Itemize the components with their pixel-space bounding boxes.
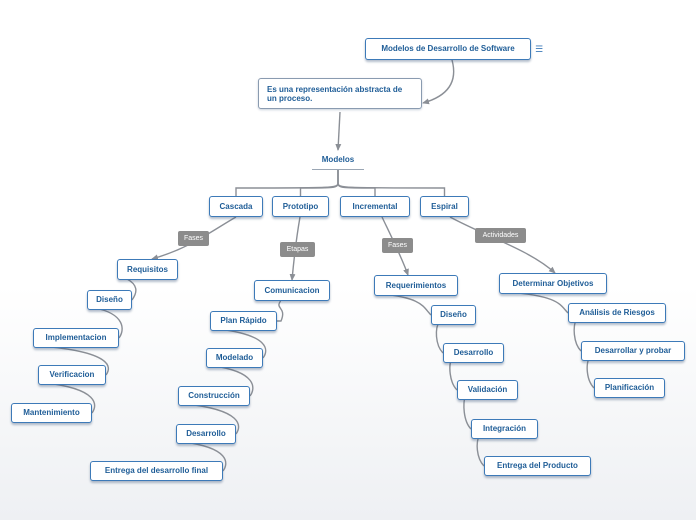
connector-central-branch-2 [299, 170, 339, 196]
connector-branch-2-child-5 [185, 403, 240, 435]
branch-2-child-6[interactable]: Entrega del desarrollo final [90, 461, 223, 481]
branch-3-child-1-label: Requerimientos [385, 280, 447, 290]
connector-branch-3-child-6 [476, 436, 485, 467]
branch-3-child-2-label: Diseño [440, 310, 467, 319]
branch-2-child-2[interactable]: Plan Rápido [210, 311, 277, 331]
branch-espiral[interactable]: Espiral [420, 196, 469, 217]
connector-branch-4-first-child [449, 216, 556, 274]
connector-branch-2-child-2 [277, 300, 284, 322]
connector-description-central [335, 111, 342, 151]
branch-3-child-4[interactable]: Validación [457, 380, 518, 400]
branch-4-child-2-label: Análisis de Riesgos [579, 308, 655, 317]
branch-2-child-5[interactable]: Desarrollo [176, 424, 236, 444]
branch-1-child-5-label: Mantenimiento [23, 408, 80, 417]
branch-espiral-label: Espiral [431, 201, 458, 211]
hamburger-menu-icon[interactable]: ☰ [535, 44, 544, 54]
relation-tag-4: Actividades [475, 228, 526, 243]
branch-2-child-3[interactable]: Modelado [206, 348, 263, 368]
branch-1-child-4[interactable]: Verificacion [38, 365, 106, 385]
central-topic-modelos[interactable]: Modelos [312, 150, 364, 170]
branch-3-child-2[interactable]: Diseño [431, 305, 476, 325]
branch-1-child-2-label: Diseño [96, 295, 123, 304]
connector-branch-3-child-3 [435, 322, 444, 354]
description-label: Es una representación abstracta de un pr… [267, 85, 403, 103]
branch-2-child-1[interactable]: Comunicacion [254, 280, 330, 301]
branch-4-child-4-label: Planificación [604, 383, 655, 392]
connector-branch-3-child-4 [449, 360, 458, 391]
branch-3-child-6-label: Entrega del Producto [497, 461, 578, 470]
connector-branch-4-child-2 [506, 291, 569, 314]
branch-1-child-5[interactable]: Mantenimiento [11, 403, 92, 423]
relation-tag-2: Etapas [280, 242, 315, 257]
branch-3-child-6[interactable]: Entrega del Producto [484, 456, 591, 476]
branch-2-child-4-label: Construcción [188, 391, 240, 400]
relation-tag-3: Fases [382, 238, 413, 253]
root-topic-label: Modelos de Desarrollo de Software [381, 44, 515, 53]
branch-4-child-2[interactable]: Análisis de Riesgos [568, 303, 666, 323]
branch-3-child-3[interactable]: Desarrollo [443, 343, 504, 363]
branch-2-child-1-label: Comunicacion [264, 285, 320, 295]
connector-branch-3-child-2 [381, 293, 432, 316]
branch-3-child-1[interactable]: Requerimientos [374, 275, 458, 296]
relation-tag-1: Fases [178, 231, 209, 246]
branch-2-child-2-label: Plan Rápido [220, 316, 267, 325]
connector-branch-1-child-4 [40, 345, 110, 376]
description-topic[interactable]: Es una representación abstracta de un pr… [258, 78, 422, 109]
central-topic-label: Modelos [321, 154, 355, 164]
branch-4-child-3-label: Desarrollar y probar [594, 346, 672, 355]
branch-1-child-2[interactable]: Diseño [87, 290, 132, 310]
branch-1-child-1[interactable]: Requisitos [117, 259, 178, 280]
branch-4-child-1[interactable]: Determinar Objetivos [499, 273, 607, 294]
branch-1-child-3-label: Implementacion [45, 333, 107, 342]
branch-prototipo[interactable]: Prototipo [272, 196, 329, 217]
branch-3-child-5[interactable]: Integración [471, 419, 538, 439]
branch-3-child-3-label: Desarrollo [453, 348, 494, 357]
branch-cascada[interactable]: Cascada [209, 196, 263, 217]
branch-1-child-1-label: Requisitos [127, 264, 168, 274]
branch-prototipo-label: Prototipo [282, 201, 319, 211]
branch-2-child-6-label: Entrega del desarrollo final [104, 466, 209, 475]
connector-central-branch-1 [235, 170, 339, 196]
connector-branch-4-child-4 [586, 358, 595, 389]
connector-root-description [422, 59, 455, 105]
branch-4-child-4[interactable]: Planificación [594, 378, 665, 398]
branch-cascada-label: Cascada [219, 201, 253, 211]
branch-4-child-1-label: Determinar Objetivos [512, 278, 594, 288]
branch-2-child-3-label: Modelado [215, 353, 254, 362]
branch-2-child-4[interactable]: Construcción [178, 386, 250, 406]
branch-incremental-label: Incremental [352, 201, 398, 211]
connector-central-branch-3 [337, 170, 376, 196]
branch-1-child-3[interactable]: Implementacion [33, 328, 119, 348]
root-topic[interactable]: Modelos de Desarrollo de Software [365, 38, 531, 60]
branch-1-child-4-label: Verificacion [49, 370, 95, 379]
branch-4-child-3[interactable]: Desarrollar y probar [581, 341, 685, 361]
branch-3-child-4-label: Validación [467, 385, 508, 394]
branch-2-child-5-label: Desarrollo [186, 429, 226, 438]
connector-central-branch-4 [337, 170, 446, 196]
connector-branch-4-child-3 [573, 320, 582, 352]
connector-branch-3-child-5 [463, 397, 472, 430]
branch-incremental[interactable]: Incremental [340, 196, 410, 217]
branch-3-child-5-label: Integración [482, 424, 527, 433]
